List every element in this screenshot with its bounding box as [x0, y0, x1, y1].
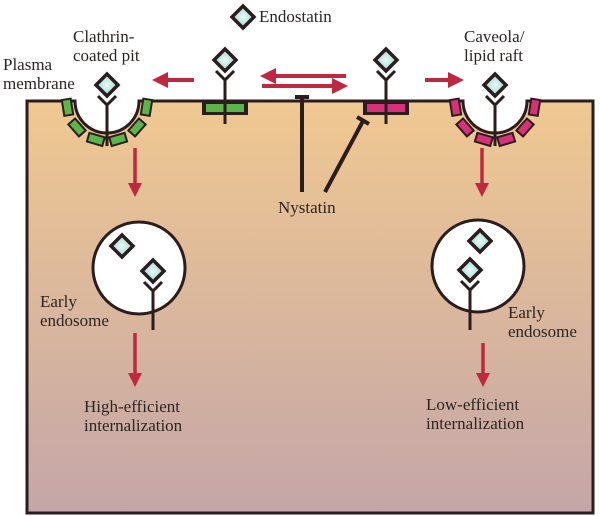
nystatin-label: Nystatin	[278, 198, 336, 217]
coat-segment	[454, 117, 476, 138]
nystatin-inhibitor-diagonal	[323, 115, 371, 193]
label-line: membrane	[3, 74, 75, 93]
coat-segment	[495, 131, 517, 148]
clathrin-coat	[60, 97, 154, 148]
endostatin-icon	[139, 257, 167, 285]
caveola-label: Caveola/ lipid raft	[464, 27, 524, 65]
caveolin-coat	[448, 97, 542, 148]
coat-segment	[527, 97, 542, 118]
label-line: internalization	[426, 414, 525, 433]
label-line: lipid raft	[464, 46, 524, 65]
early-endosome-left-label: Early endosome	[40, 292, 109, 330]
label-line: Caveola/	[464, 27, 525, 46]
receptor-membrane-right	[372, 46, 400, 124]
endostatin-legend-icon	[229, 3, 257, 31]
label-line: Plasma	[3, 55, 53, 74]
coat-segment	[473, 131, 495, 148]
label-line: Early	[40, 292, 77, 311]
endostatin-icon	[93, 71, 121, 99]
coat-segment	[107, 131, 129, 148]
coat-segment	[60, 97, 75, 118]
endostatin-icon	[481, 71, 509, 99]
label-line: Early	[508, 303, 545, 322]
coat-segment	[514, 117, 536, 138]
receptor-endosome-right	[456, 256, 484, 330]
label-line: coated pit	[73, 46, 140, 65]
coat-segment	[448, 97, 463, 118]
endostatin-free-left	[108, 232, 136, 260]
label-line: endosome	[40, 311, 109, 330]
label-line: internalization	[84, 416, 183, 435]
early-endosome-right-label: Early endosome	[508, 303, 577, 341]
endostatin-icon	[211, 46, 239, 74]
receptor-caveola	[481, 71, 509, 146]
receptor-membrane-left	[211, 46, 239, 124]
label-line: High-efficient	[84, 397, 180, 416]
coat-segment	[66, 117, 88, 138]
high-efficient-label: High-efficient internalization	[84, 397, 182, 435]
receptor-clathrin-pit	[93, 71, 121, 146]
nystatin-inhibitor-vertical	[295, 95, 309, 192]
coat-segment	[126, 117, 148, 138]
endostatin-icon	[229, 3, 257, 31]
label-line: Low-efficient	[426, 395, 520, 414]
label-line: endosome	[508, 322, 577, 341]
low-efficient-label: Low-efficient internalization	[426, 395, 524, 433]
endostatin-legend-label: Endostatin	[259, 7, 332, 26]
receptor-endosome-left	[139, 257, 167, 330]
plasma-membrane-label: Plasma membrane	[3, 55, 75, 93]
endostatin-icon	[456, 256, 484, 284]
coat-segment	[85, 131, 107, 148]
endostatin-icon	[372, 46, 400, 74]
cell-body	[25, 99, 595, 515]
endostatin-free-right	[466, 227, 494, 255]
clathrin-pit-label: Clathrin- coated pit	[73, 27, 140, 65]
label-line: Clathrin-	[73, 27, 135, 46]
coat-segment	[139, 97, 154, 118]
